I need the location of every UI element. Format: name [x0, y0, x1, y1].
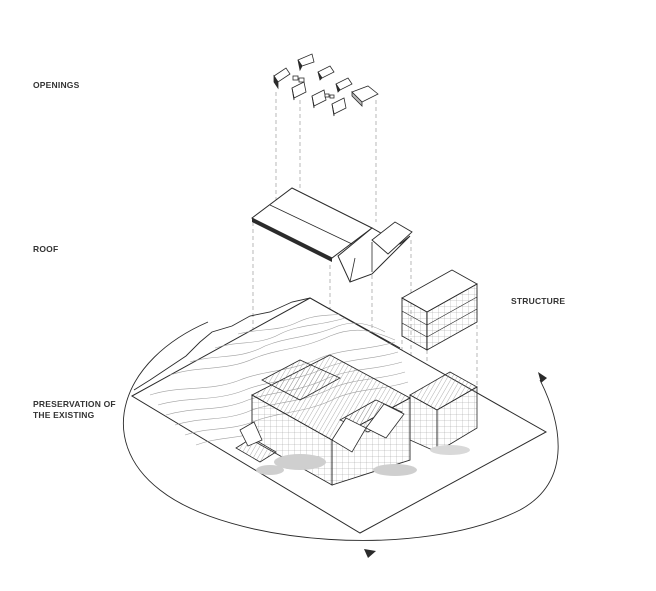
openings-elements: [273, 53, 379, 117]
opening-3: [317, 65, 335, 81]
label-openings: OPENINGS: [33, 80, 80, 90]
orbit-ellipse: [123, 321, 559, 558]
opening-6: [291, 81, 307, 101]
annex-building: [409, 371, 478, 455]
label-preservation-line-2: THE EXISTING: [33, 410, 95, 420]
label-roof: ROOF: [33, 244, 59, 254]
existing-building: [235, 354, 417, 486]
orbit-arrow-icon: [364, 549, 376, 558]
roof-element: [251, 187, 413, 283]
label-structure: STRUCTURE: [511, 296, 566, 306]
label-preservation-of-the-existing: PRESERVATION OF THE EXISTING: [33, 399, 116, 421]
opening-5: [351, 85, 379, 107]
opening-1: [273, 67, 291, 90]
opening-8: [331, 97, 347, 117]
opening-2: [297, 53, 315, 72]
opening-4: [335, 77, 353, 93]
opening-7: [311, 89, 327, 109]
vegetation: [256, 454, 417, 476]
opening-small-1: [292, 75, 305, 83]
structure-block: [401, 269, 478, 351]
label-preservation-line-1: PRESERVATION OF: [33, 399, 116, 409]
opening-small-2: [324, 93, 335, 99]
